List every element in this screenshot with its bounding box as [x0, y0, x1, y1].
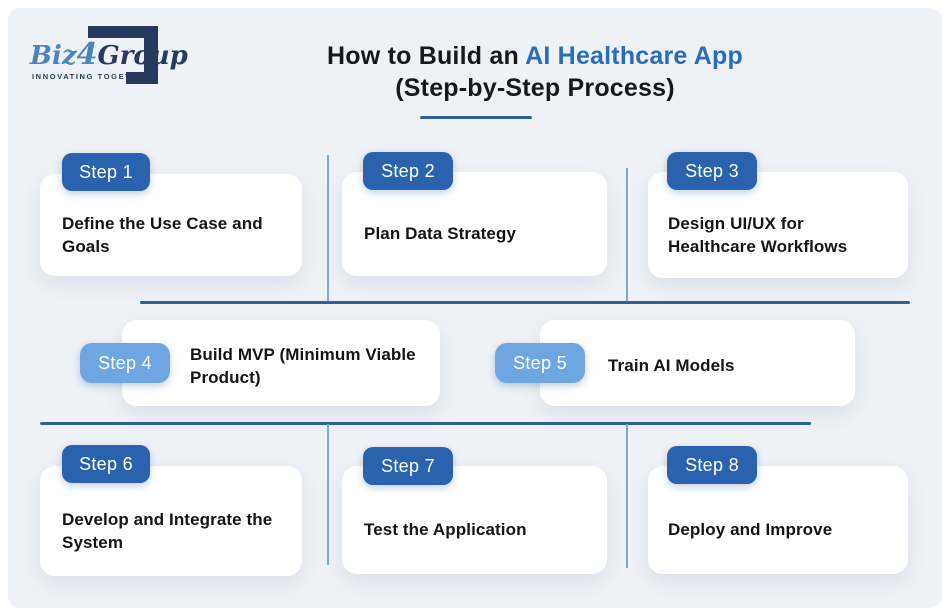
step-7-badge: Step 7	[363, 447, 453, 485]
logo-part-group: Group	[97, 41, 188, 71]
step-4-card: Build MVP (Minimum Viable Product)	[122, 320, 440, 406]
step-5-card: Train AI Models	[540, 320, 855, 406]
step-4-badge: Step 4	[80, 343, 170, 383]
logo-part-four: 4	[76, 37, 98, 72]
title-line2: (Step-by-Step Process)	[395, 74, 675, 102]
divider-vertical-3	[327, 424, 329, 565]
biz4group-logo: Biz4Group INNOVATING TOGETHER	[30, 16, 188, 90]
logo-wordmark: Biz4Group	[30, 40, 188, 70]
divider-vertical-4	[626, 424, 628, 568]
step-5-label: Train AI Models	[608, 356, 735, 376]
logo-part-biz: Biz	[30, 41, 77, 71]
step-6-badge: Step 6	[62, 445, 150, 483]
step-7-label: Test the Application	[364, 520, 527, 540]
page-title: How to Build an AI Healthcare App (Step-…	[160, 40, 910, 104]
logo-bracket-icon	[88, 26, 158, 84]
title-highlight: AI Healthcare App	[525, 42, 743, 70]
step-6-card: Develop and Integrate the System	[40, 466, 302, 576]
step-5-badge: Step 5	[495, 343, 585, 383]
step-3-label: Design UI/UX for Healthcare Workflows	[668, 213, 848, 256]
step-2-label: Plan Data Strategy	[364, 224, 517, 244]
divider-vertical-1	[327, 155, 329, 302]
step-6-label: Develop and Integrate the System	[62, 509, 273, 552]
step-3-badge: Step 3	[667, 152, 757, 190]
step-8-label: Deploy and Improve	[668, 520, 833, 540]
divider-vertical-2	[626, 168, 628, 302]
step-1-badge: Step 1	[62, 153, 150, 191]
step-7-card: Test the Application	[342, 466, 607, 574]
logo-tagline: INNOVATING TOGETHER	[32, 72, 152, 81]
step-8-badge: Step 8	[667, 446, 757, 484]
step-8-card: Deploy and Improve	[648, 466, 908, 574]
step-4-label: Build MVP (Minimum Viable Product)	[190, 344, 416, 387]
divider-horizontal-2	[40, 422, 811, 425]
step-1-card: Define the Use Case and Goals	[40, 174, 302, 276]
step-2-badge: Step 2	[363, 152, 453, 190]
title-prefix: How to Build an	[327, 42, 526, 70]
divider-horizontal-1	[140, 301, 910, 304]
step-1-label: Define the Use Case and Goals	[62, 213, 263, 256]
title-underline	[420, 116, 532, 119]
